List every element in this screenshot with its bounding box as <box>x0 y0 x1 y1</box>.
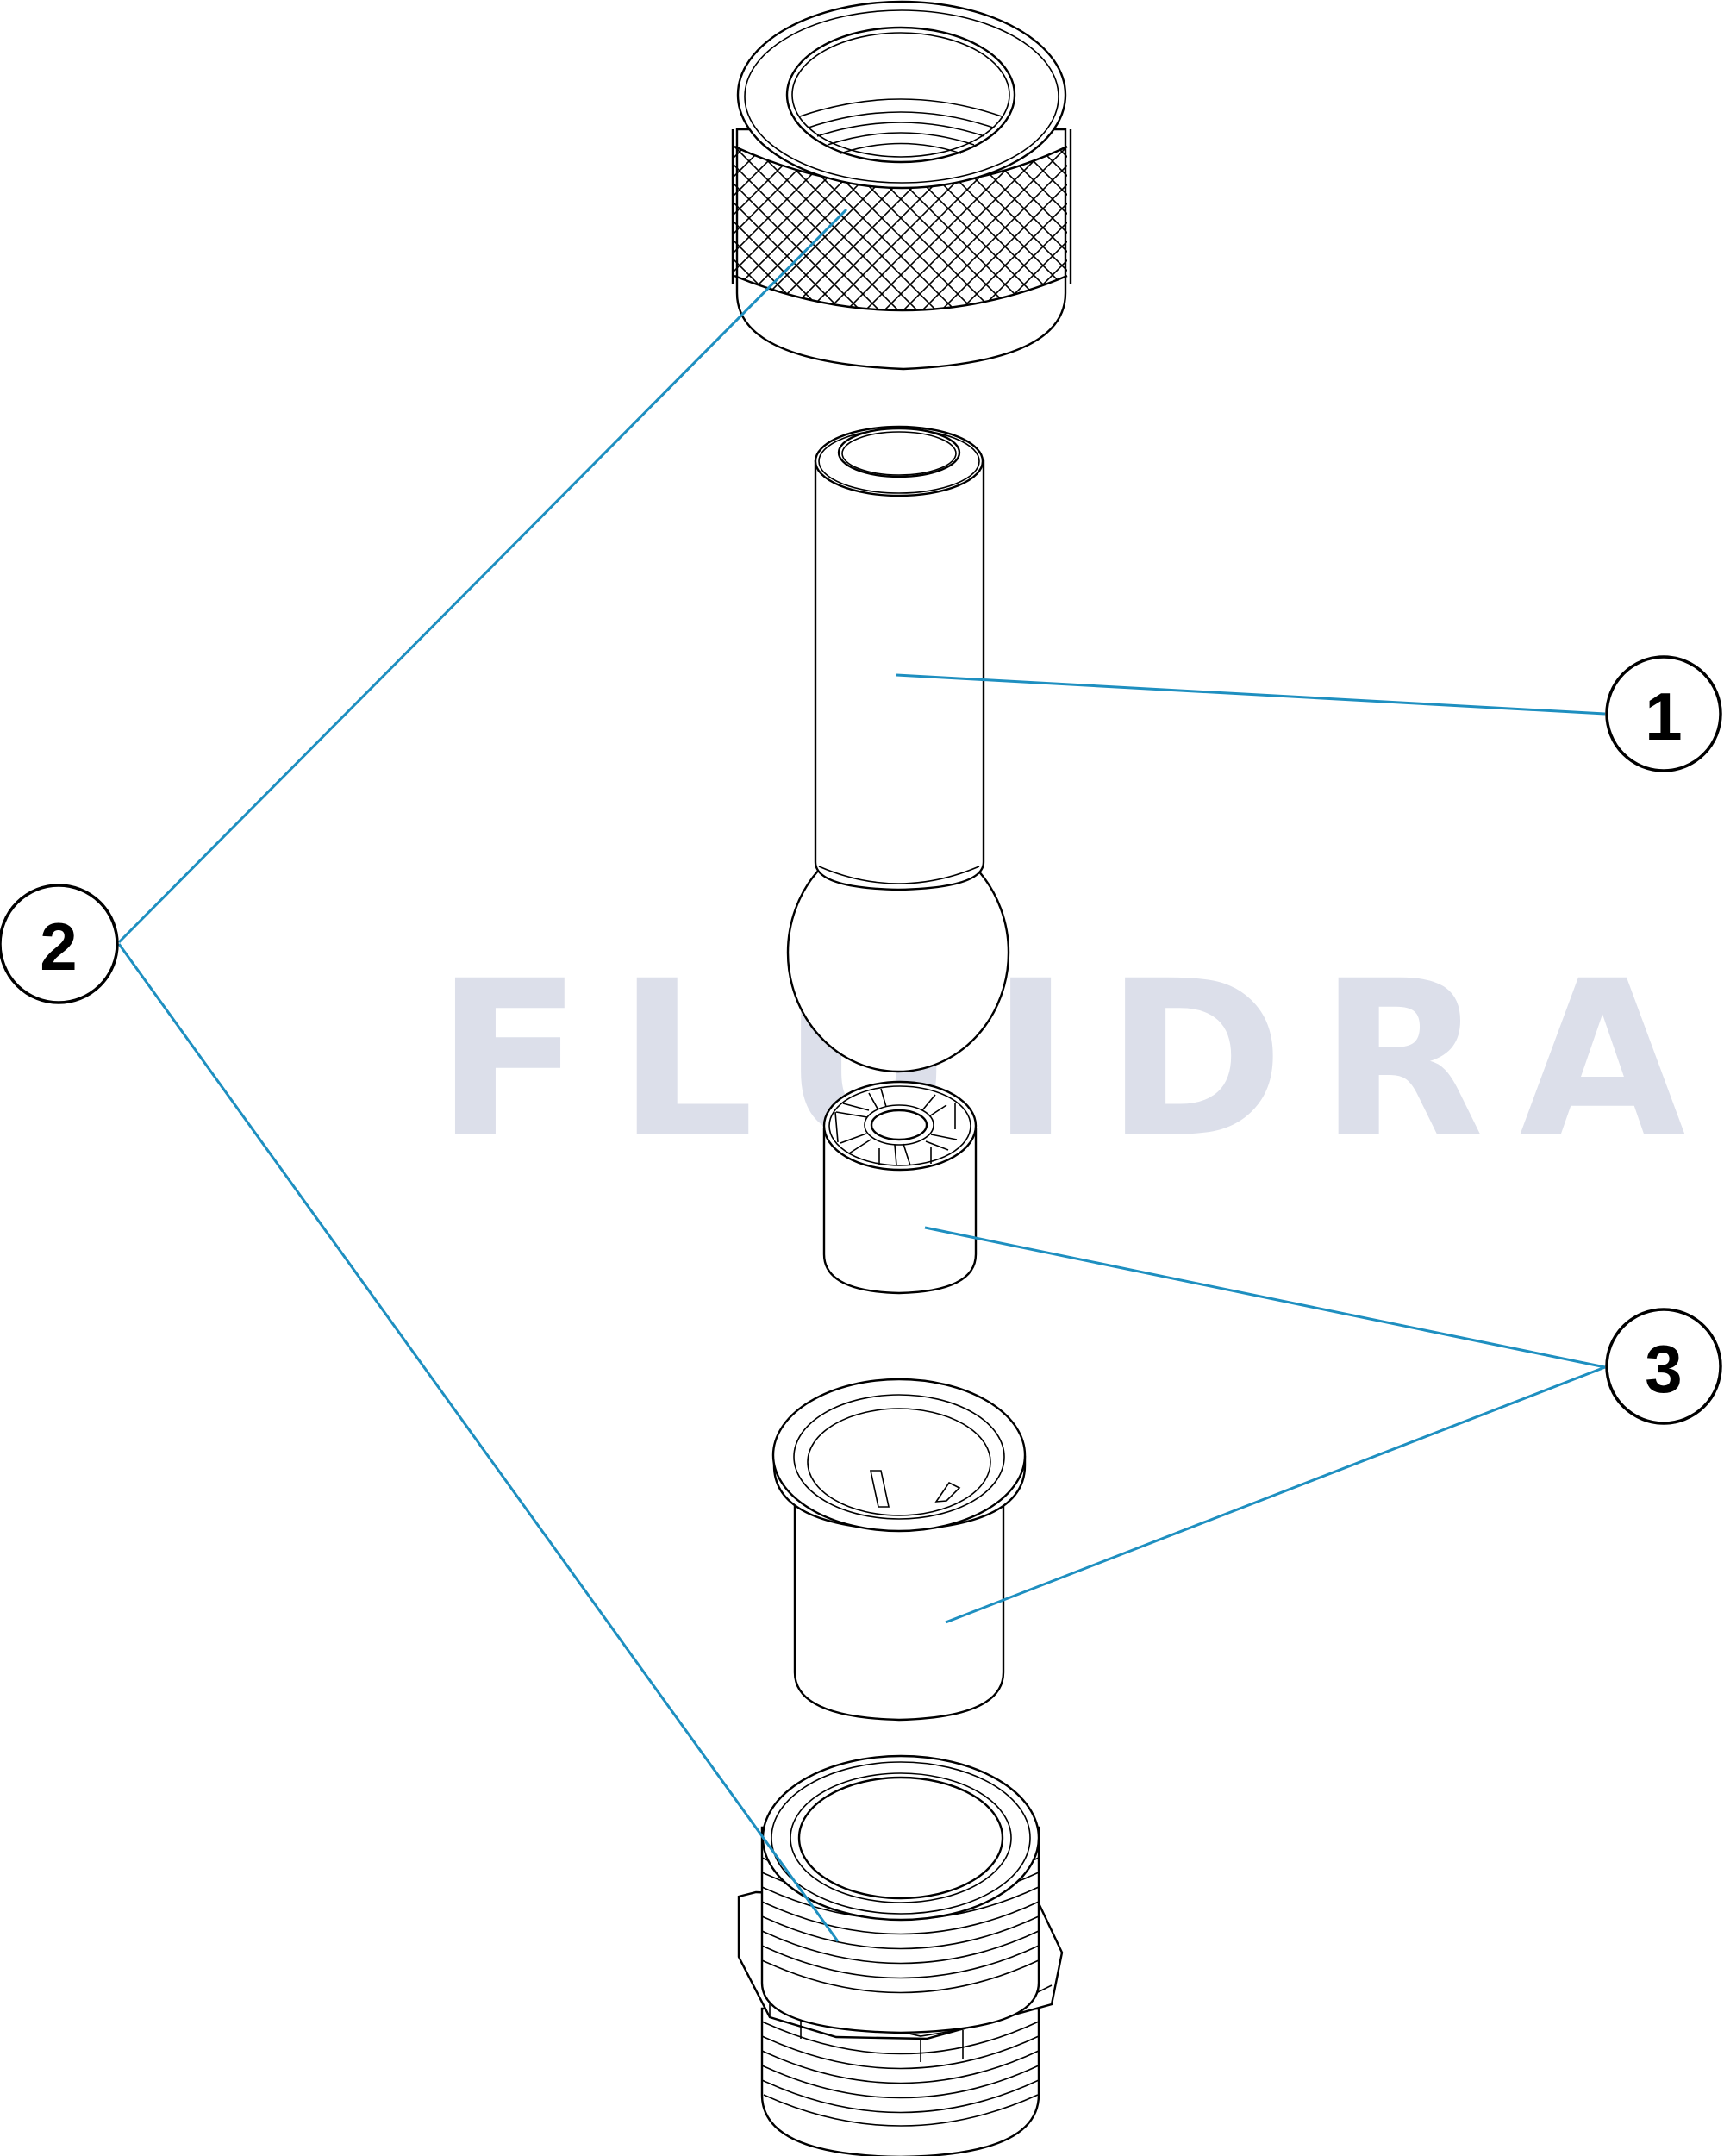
callout-1: 1 <box>1605 655 1722 772</box>
eyeball-nozzle-tube <box>786 425 1010 1073</box>
threaded-hex-body <box>737 1754 1064 2156</box>
leader-lines <box>117 208 1606 1942</box>
callout-1-label: 1 <box>1645 678 1682 754</box>
callout-3-label: 3 <box>1645 1331 1682 1407</box>
leader-line-3-upper <box>924 1226 1606 1369</box>
leader-line-2-lower <box>117 943 840 1942</box>
leader-line-1 <box>896 673 1606 716</box>
callout-2-label: 2 <box>40 909 77 984</box>
callout-2: 2 <box>0 884 119 1004</box>
spoked-insert <box>822 1080 978 1295</box>
flanged-sleeve <box>771 1378 1027 1722</box>
leader-line-3-lower <box>945 1365 1606 1624</box>
leader-line-2-upper <box>117 208 848 944</box>
knurled-cap-nut <box>731 0 1072 371</box>
callout-3: 3 <box>1605 1308 1722 1425</box>
